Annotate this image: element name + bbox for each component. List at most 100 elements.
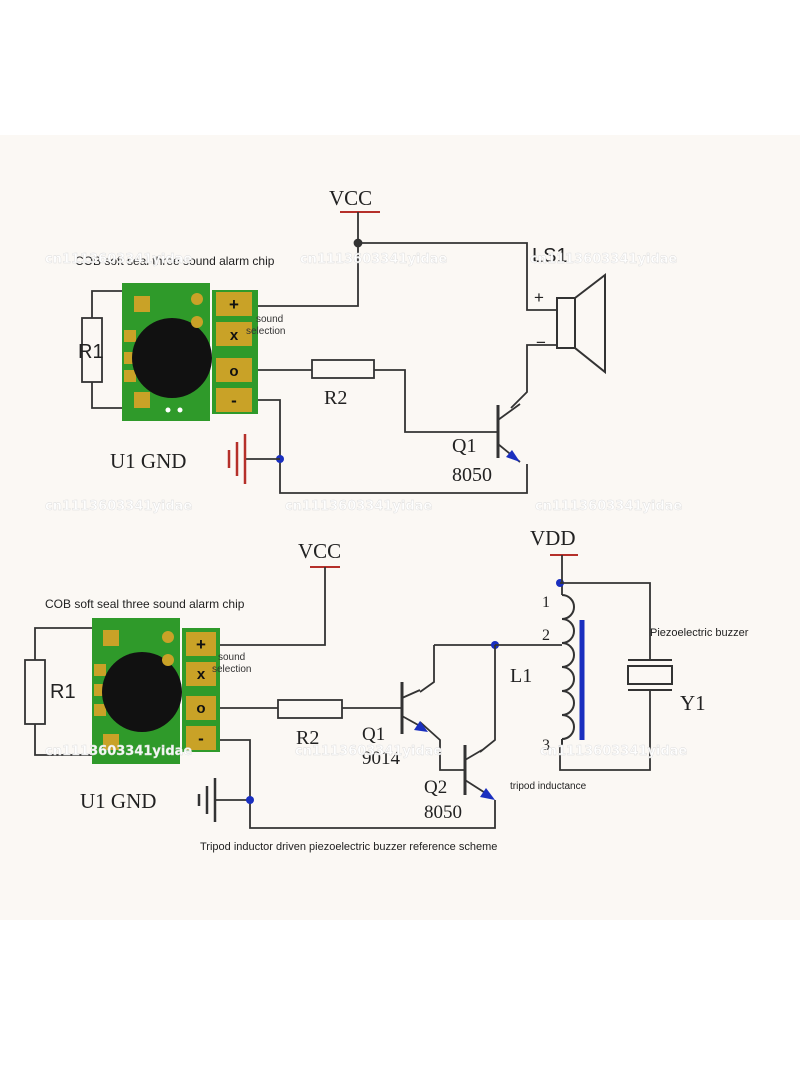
bottom-pad-4 — [94, 704, 106, 716]
top-sound-label: sound — [256, 314, 283, 325]
bottom-pad-x — [186, 662, 216, 686]
top-ground-symbol — [227, 434, 247, 484]
bottom-wire-q2-collector — [479, 645, 496, 753]
top-wire-collector-speaker — [510, 344, 557, 409]
bottom-r1-resistor — [24, 659, 46, 725]
bottom-q2-part: 8050 — [424, 802, 462, 823]
bottom-sound-label: sound — [218, 652, 245, 663]
watermark-2: cn1113603341yidae — [300, 252, 447, 267]
top-selection-label: selection — [246, 326, 285, 337]
bottom-ground-symbol — [197, 778, 217, 822]
watermark-1: cn1113603341yidae — [45, 252, 192, 267]
top-chip-module: + x o - — [122, 283, 258, 421]
top-q1-part: 8050 — [452, 464, 492, 486]
bottom-pad-o — [186, 696, 216, 720]
watermark-4: cn1113603341yidae — [45, 499, 192, 514]
bottom-gnd-label: U1 GND — [80, 789, 156, 813]
bottom-pad-2 — [94, 664, 106, 676]
bottom-wire-vcc-chip — [220, 567, 326, 646]
top-pad-o — [216, 358, 252, 382]
top-q1-label: Q1 — [452, 435, 476, 457]
bottom-via-1 — [162, 631, 174, 643]
top-dot-1 — [165, 407, 171, 413]
bottom-vdd-label: VDD — [530, 526, 576, 550]
bottom-chip-blob — [102, 652, 182, 732]
bottom-r1-label: R1 — [50, 681, 76, 703]
top-q1-transistor — [496, 403, 521, 463]
bottom-q2-transistor — [463, 745, 495, 800]
bottom-wire-q1-emitter — [419, 721, 465, 771]
bottom-pad-minus — [186, 726, 216, 750]
bottom-wire-buzzer-top — [560, 582, 651, 660]
bottom-vcc-label: VCC — [298, 539, 341, 563]
bottom-pad-1 — [103, 630, 119, 646]
bottom-q1-transistor — [400, 682, 428, 734]
bottom-chip-module: + x o - — [92, 618, 220, 764]
top-speaker-minus: − — [536, 333, 546, 352]
top-pad-minus — [216, 388, 252, 412]
bottom-pin-3: 3 — [542, 737, 550, 754]
bottom-pad-label-x: x — [197, 666, 206, 683]
top-speaker — [556, 272, 606, 375]
bottom-inductor-label: L1 — [510, 665, 532, 687]
top-r1-resistor — [81, 317, 103, 383]
bottom-q2-label: Q2 — [424, 777, 447, 798]
top-pad-label-x: x — [230, 327, 239, 344]
watermark-6: cn1113603341yidae — [535, 499, 682, 514]
bottom-wire-r1-top — [34, 627, 95, 660]
bottom-via-2 — [162, 654, 174, 666]
top-r2-label: R2 — [324, 387, 347, 409]
top-pad-1 — [134, 296, 150, 312]
watermark-layer: cn1113603341yidae cn1113603341yidae cn11… — [45, 252, 688, 759]
bottom-pin-1: 1 — [542, 594, 550, 611]
diagram-background — [0, 135, 800, 920]
top-pad-plus — [216, 292, 252, 316]
top-pad-5 — [134, 392, 150, 408]
top-wire-ground — [258, 399, 528, 494]
bottom-pad-label-o: o — [196, 700, 205, 717]
top-chip-caption: COB soft seal three sound alarm chip — [75, 254, 275, 268]
bottom-chip-caption: COB soft seal three sound alarm chip — [45, 597, 245, 611]
bottom-buzzer-caption: Piezoelectric buzzer — [650, 627, 749, 639]
watermark-5: cn1113603341yidae — [285, 499, 432, 514]
top-pad-4 — [124, 370, 136, 382]
top-r1-label: R1 — [78, 341, 104, 363]
bottom-q1-label: Q1 — [362, 724, 385, 745]
watermark-8: cn1113603341yidae — [295, 744, 442, 759]
bottom-circuit — [34, 566, 651, 829]
top-gnd-label: U1 GND — [110, 449, 186, 473]
top-circuit — [91, 211, 557, 494]
bottom-pad-plus — [186, 632, 216, 656]
bottom-wire-ground — [220, 739, 496, 829]
bottom-q1-part: 9014 — [362, 748, 401, 769]
top-wire-r1-bottom — [91, 382, 122, 409]
top-wire-r1-top — [91, 290, 122, 318]
top-pad-label-minus: - — [231, 391, 237, 410]
bottom-pin-2: 2 — [542, 627, 550, 644]
bottom-selection-label: selection — [212, 664, 251, 675]
bottom-pad-label-minus: - — [198, 729, 204, 748]
bottom-wire-q1-collector — [419, 645, 435, 693]
top-pad-label-plus: + — [229, 295, 239, 314]
bottom-scheme-caption: Tripod inductor driven piezoelectric buz… — [200, 841, 497, 853]
top-via-1 — [191, 293, 203, 305]
top-via-2 — [191, 316, 203, 328]
bottom-pad-label-plus: + — [196, 635, 206, 654]
watermark-3: cn1113603341yidae — [530, 252, 677, 267]
top-speaker-plus: + — [534, 288, 544, 307]
top-wire-vcc-chip — [258, 243, 359, 307]
top-chip-blob — [132, 318, 212, 398]
top-r2-resistor — [311, 359, 375, 379]
top-wire-r2-base — [374, 369, 498, 433]
top-dot-2 — [177, 407, 183, 413]
bottom-r2-resistor — [277, 699, 343, 719]
top-pad-2 — [124, 330, 136, 342]
top-speaker-label: LS1 — [532, 245, 568, 267]
bottom-wire-buzzer-bottom — [559, 690, 651, 771]
top-pad-label-o: o — [229, 363, 238, 380]
top-pad-x — [216, 322, 252, 346]
bottom-r2-label: R2 — [296, 727, 319, 749]
bottom-buzzer-label: Y1 — [680, 691, 706, 715]
